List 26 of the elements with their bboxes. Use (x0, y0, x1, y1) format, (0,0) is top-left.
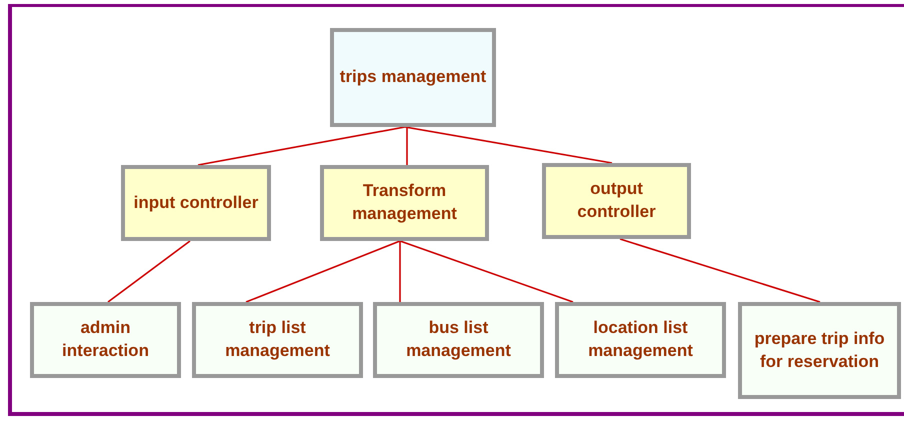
module-box (330, 28, 496, 127)
connector-line (399, 241, 401, 302)
module-box (373, 302, 544, 378)
module-label: output controller (576, 178, 657, 223)
module-box (738, 302, 901, 399)
module-label: trips management (340, 66, 486, 88)
module-box (555, 302, 726, 378)
module-label: bus list management (405, 317, 512, 362)
connector-line (620, 238, 820, 303)
module-label: prepare trip info for reservation (753, 328, 886, 372)
module-box (542, 163, 691, 239)
module-label: Transform management (351, 180, 458, 225)
connector-line (108, 240, 190, 303)
module-label: trip list management (224, 317, 331, 362)
module-label: location list management (587, 317, 694, 362)
connector-line (198, 126, 406, 166)
module-label: input controller (134, 192, 258, 214)
connector-line (246, 240, 400, 303)
module-box (121, 165, 271, 241)
module-label: admin interaction (61, 317, 150, 362)
module-box (192, 302, 363, 378)
connector-line (406, 127, 408, 165)
connector-line (400, 240, 574, 303)
connector-line (404, 126, 612, 164)
module-box (320, 165, 489, 241)
module-box (30, 302, 181, 378)
